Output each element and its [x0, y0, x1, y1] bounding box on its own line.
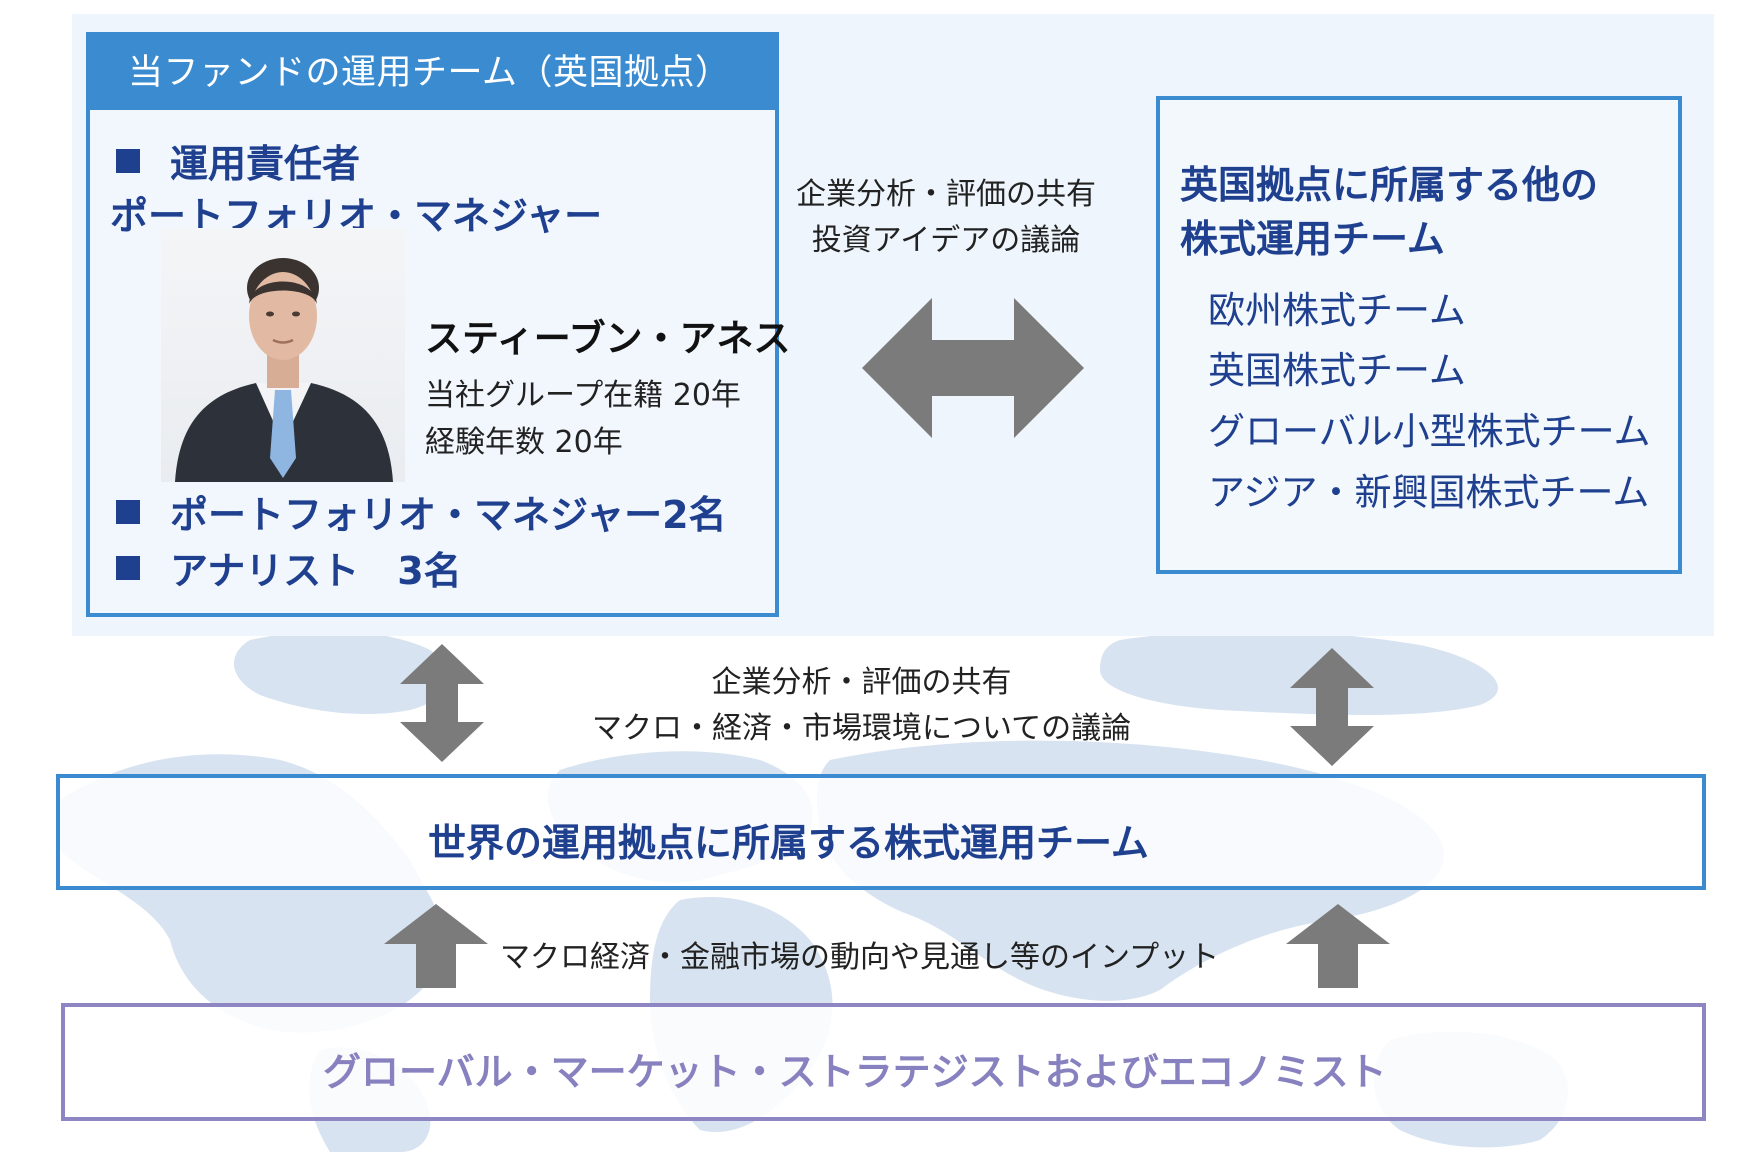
square-bullet-icon — [116, 500, 140, 524]
manager-photo — [161, 228, 405, 482]
middle-exchange-line2: マクロ・経済・市場環境についての議論 — [592, 711, 1132, 746]
other-teams-title-line1: 英国拠点に所属する他の — [1180, 163, 1599, 207]
team-item-asia-em: アジア・新興国株式チーム — [1208, 471, 1650, 514]
up-arrow-icon — [384, 904, 488, 988]
team-item-europe: 欧州株式チーム — [1208, 289, 1466, 332]
world-team-box: 世界の運用拠点に所属する株式運用チーム — [56, 774, 1706, 890]
top-exchange-line1: 企業分析・評価の共有 — [796, 177, 1096, 212]
other-teams-title-line2: 株式運用チーム — [1180, 217, 1445, 261]
horizontal-double-arrow-icon — [862, 298, 1084, 438]
middle-exchange-line1: 企業分析・評価の共有 — [711, 665, 1012, 700]
lead-label-item: 運用責任者 — [116, 133, 360, 188]
other-teams-box: 英国拠点に所属する他の 株式運用チーム 欧州株式チーム 英国株式チーム グローバ… — [1156, 96, 1682, 574]
top-exchange-line2: 投資アイデアの議論 — [811, 223, 1081, 258]
team-item-uk: 英国株式チーム — [1208, 349, 1466, 392]
other-teams-title: 英国拠点に所属する他の 株式運用チーム — [1180, 158, 1598, 266]
manager-tenure: 当社グループ在籍 20年 — [425, 378, 741, 413]
fund-team-header: 当ファンドの運用チーム（英国拠点） — [90, 36, 775, 110]
pm-count-item: ポートフォリオ・マネジャー2名 — [116, 484, 727, 539]
manager-name: スティーブン・アネス — [425, 317, 791, 360]
vertical-double-arrow-icon — [400, 644, 484, 762]
strategists-box: グローバル・マーケット・ストラテジストおよびエコノミスト — [61, 1003, 1706, 1121]
lead-label: 運用責任者 — [170, 142, 361, 186]
manager-experience: 経験年数 20年 — [425, 425, 623, 460]
manager-portrait-image — [175, 258, 393, 482]
analyst-count-label: アナリスト 3名 — [170, 549, 462, 593]
square-bullet-icon — [116, 556, 140, 580]
up-arrow-icon — [1286, 904, 1390, 988]
team-item-global-small: グローバル小型株式チーム — [1208, 410, 1651, 453]
middle-exchange-text: 企業分析・評価の共有 マクロ・経済・市場環境についての議論 — [592, 660, 1131, 752]
strategists-label: グローバル・マーケット・ストラテジストおよびエコノミスト — [323, 1050, 1387, 1094]
input-text: マクロ経済・金融市場の動向や見通し等のインプット — [500, 940, 1220, 975]
vertical-double-arrow-icon — [1290, 648, 1374, 766]
pm-count-label: ポートフォリオ・マネジャー2名 — [170, 493, 727, 537]
world-team-label: 世界の運用拠点に所属する株式運用チーム — [428, 821, 1149, 865]
top-exchange-text: 企業分析・評価の共有 投資アイデアの議論 — [796, 172, 1096, 264]
square-bullet-icon — [116, 149, 140, 173]
fund-team-box: 当ファンドの運用チーム（英国拠点） 運用責任者 ポートフォリオ・マネジャー ステ… — [86, 32, 791, 617]
analyst-count-item: アナリスト 3名 — [116, 540, 462, 595]
